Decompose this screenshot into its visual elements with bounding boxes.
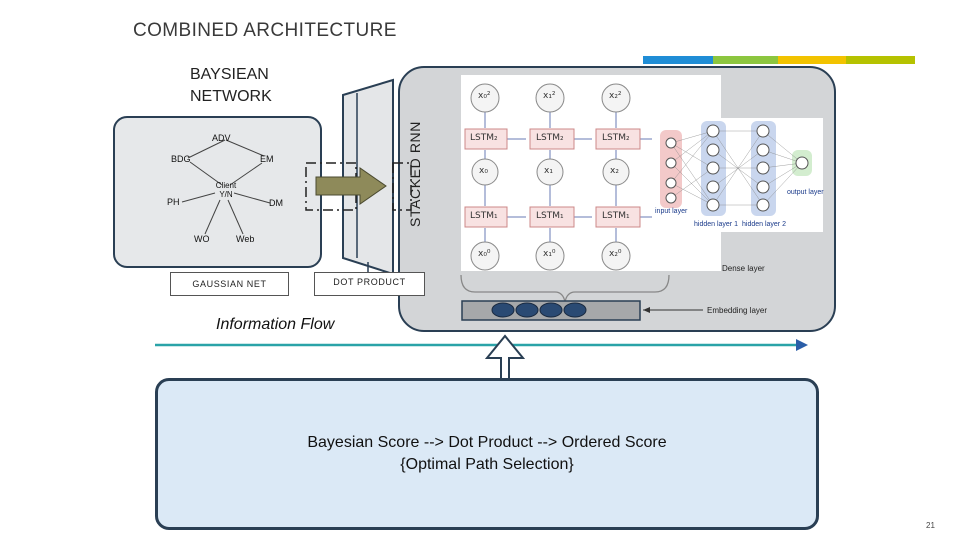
score-text: Bayesian Score --> Dot Product --> Order…	[155, 432, 819, 476]
rnn-input-circles	[470, 83, 631, 271]
dense-layer-label: Dense layer	[722, 264, 765, 273]
bayesian-title-line1: BAYSIEAN	[190, 66, 269, 83]
bayesian-network-title: BAYSIEAN NETWORK	[190, 64, 272, 108]
nn-neurons	[665, 124, 809, 212]
bayesian-network-box	[113, 116, 322, 268]
rnn-mid-input-2: x₂	[610, 166, 619, 176]
lstm1-cell-1: LSTM₁	[536, 211, 564, 221]
node-ph: PH	[167, 197, 180, 207]
lstm2-cell-1: LSTM₂	[536, 133, 564, 143]
nn-output-layer-label: output layer	[787, 189, 824, 196]
node-bdg: BDG	[171, 154, 191, 164]
dashed-frame-left	[305, 162, 357, 211]
edge-adv-em	[225, 139, 265, 157]
node-web: Web	[236, 234, 255, 244]
dot-product-box: DOT PRODUCT	[314, 272, 425, 296]
rnn-top-input-1: x₁²	[543, 91, 556, 101]
rnn-top-input-0: x₀²	[478, 91, 491, 101]
edge-client-ph	[181, 192, 216, 203]
nn-edges	[670, 130, 803, 206]
rnn-mid-input-1: x₁	[544, 166, 553, 176]
edge-client-dm	[233, 192, 271, 204]
slide-title: COMBINED ARCHITECTURE	[133, 20, 397, 41]
nn-hidden-layer-1-label: hidden layer 1	[694, 221, 738, 228]
node-dm: DM	[269, 198, 283, 208]
lstm1-cell-2: LSTM₁	[602, 211, 630, 221]
embedding-layer-label: Embedding layer	[707, 306, 768, 315]
nn-input-layer	[660, 130, 682, 208]
page-number: 21	[926, 521, 935, 530]
rnn-bottom-input-0: x₀⁰	[478, 249, 491, 259]
score-line2: {Optimal Path Selection}	[400, 456, 574, 473]
dense-brace	[460, 274, 670, 303]
nn-hidden-layer-2-label: hidden layer 2	[742, 221, 786, 228]
information-flow-label: Information Flow	[216, 316, 335, 333]
lstm2-cell-2: LSTM₂	[602, 133, 630, 143]
embedding-pointer-head	[643, 307, 650, 313]
accent-bar-olive	[846, 56, 915, 64]
up-arrow	[484, 334, 526, 382]
node-em: EM	[260, 154, 274, 164]
edge-client-web	[227, 199, 244, 235]
lstm2-cell-0: LSTM₂	[470, 133, 498, 143]
accent-bar-yellow	[778, 56, 846, 64]
flow-arrow	[315, 167, 387, 205]
rnn-top-input-2: x₂²	[609, 91, 622, 101]
rnn-bottom-input-2: x₂⁰	[609, 249, 622, 259]
accent-bar-blue	[643, 56, 713, 64]
rnn-bottom-input-1: x₁⁰	[543, 249, 556, 259]
node-wo: WO	[194, 234, 210, 244]
accent-bar-green	[713, 56, 778, 64]
score-box	[155, 378, 819, 530]
edge-em-client	[229, 162, 263, 186]
gaussian-net-box: GAUSSIAN NET	[170, 272, 289, 296]
edge-adv-bdg	[187, 139, 226, 159]
node-client: Client Y/N	[215, 181, 237, 199]
rnn-connectors	[484, 112, 652, 242]
score-line1: Bayesian Score --> Dot Product --> Order…	[307, 434, 667, 451]
node-adv: ADV	[212, 133, 231, 143]
nn-input-layer-label: input layer	[655, 208, 688, 215]
lstm1-cell-0: LSTM₁	[470, 211, 498, 221]
edge-bdg-client	[189, 161, 223, 186]
rnn-mid-input-0: x₀	[479, 166, 488, 176]
lstm-boxes	[464, 128, 641, 228]
information-flow-arrowhead	[796, 339, 808, 351]
dashed-frame-right	[392, 162, 412, 211]
embedding-units	[491, 302, 587, 318]
bayesian-title-line2: NETWORK	[190, 88, 272, 105]
edge-client-wo	[204, 199, 221, 235]
